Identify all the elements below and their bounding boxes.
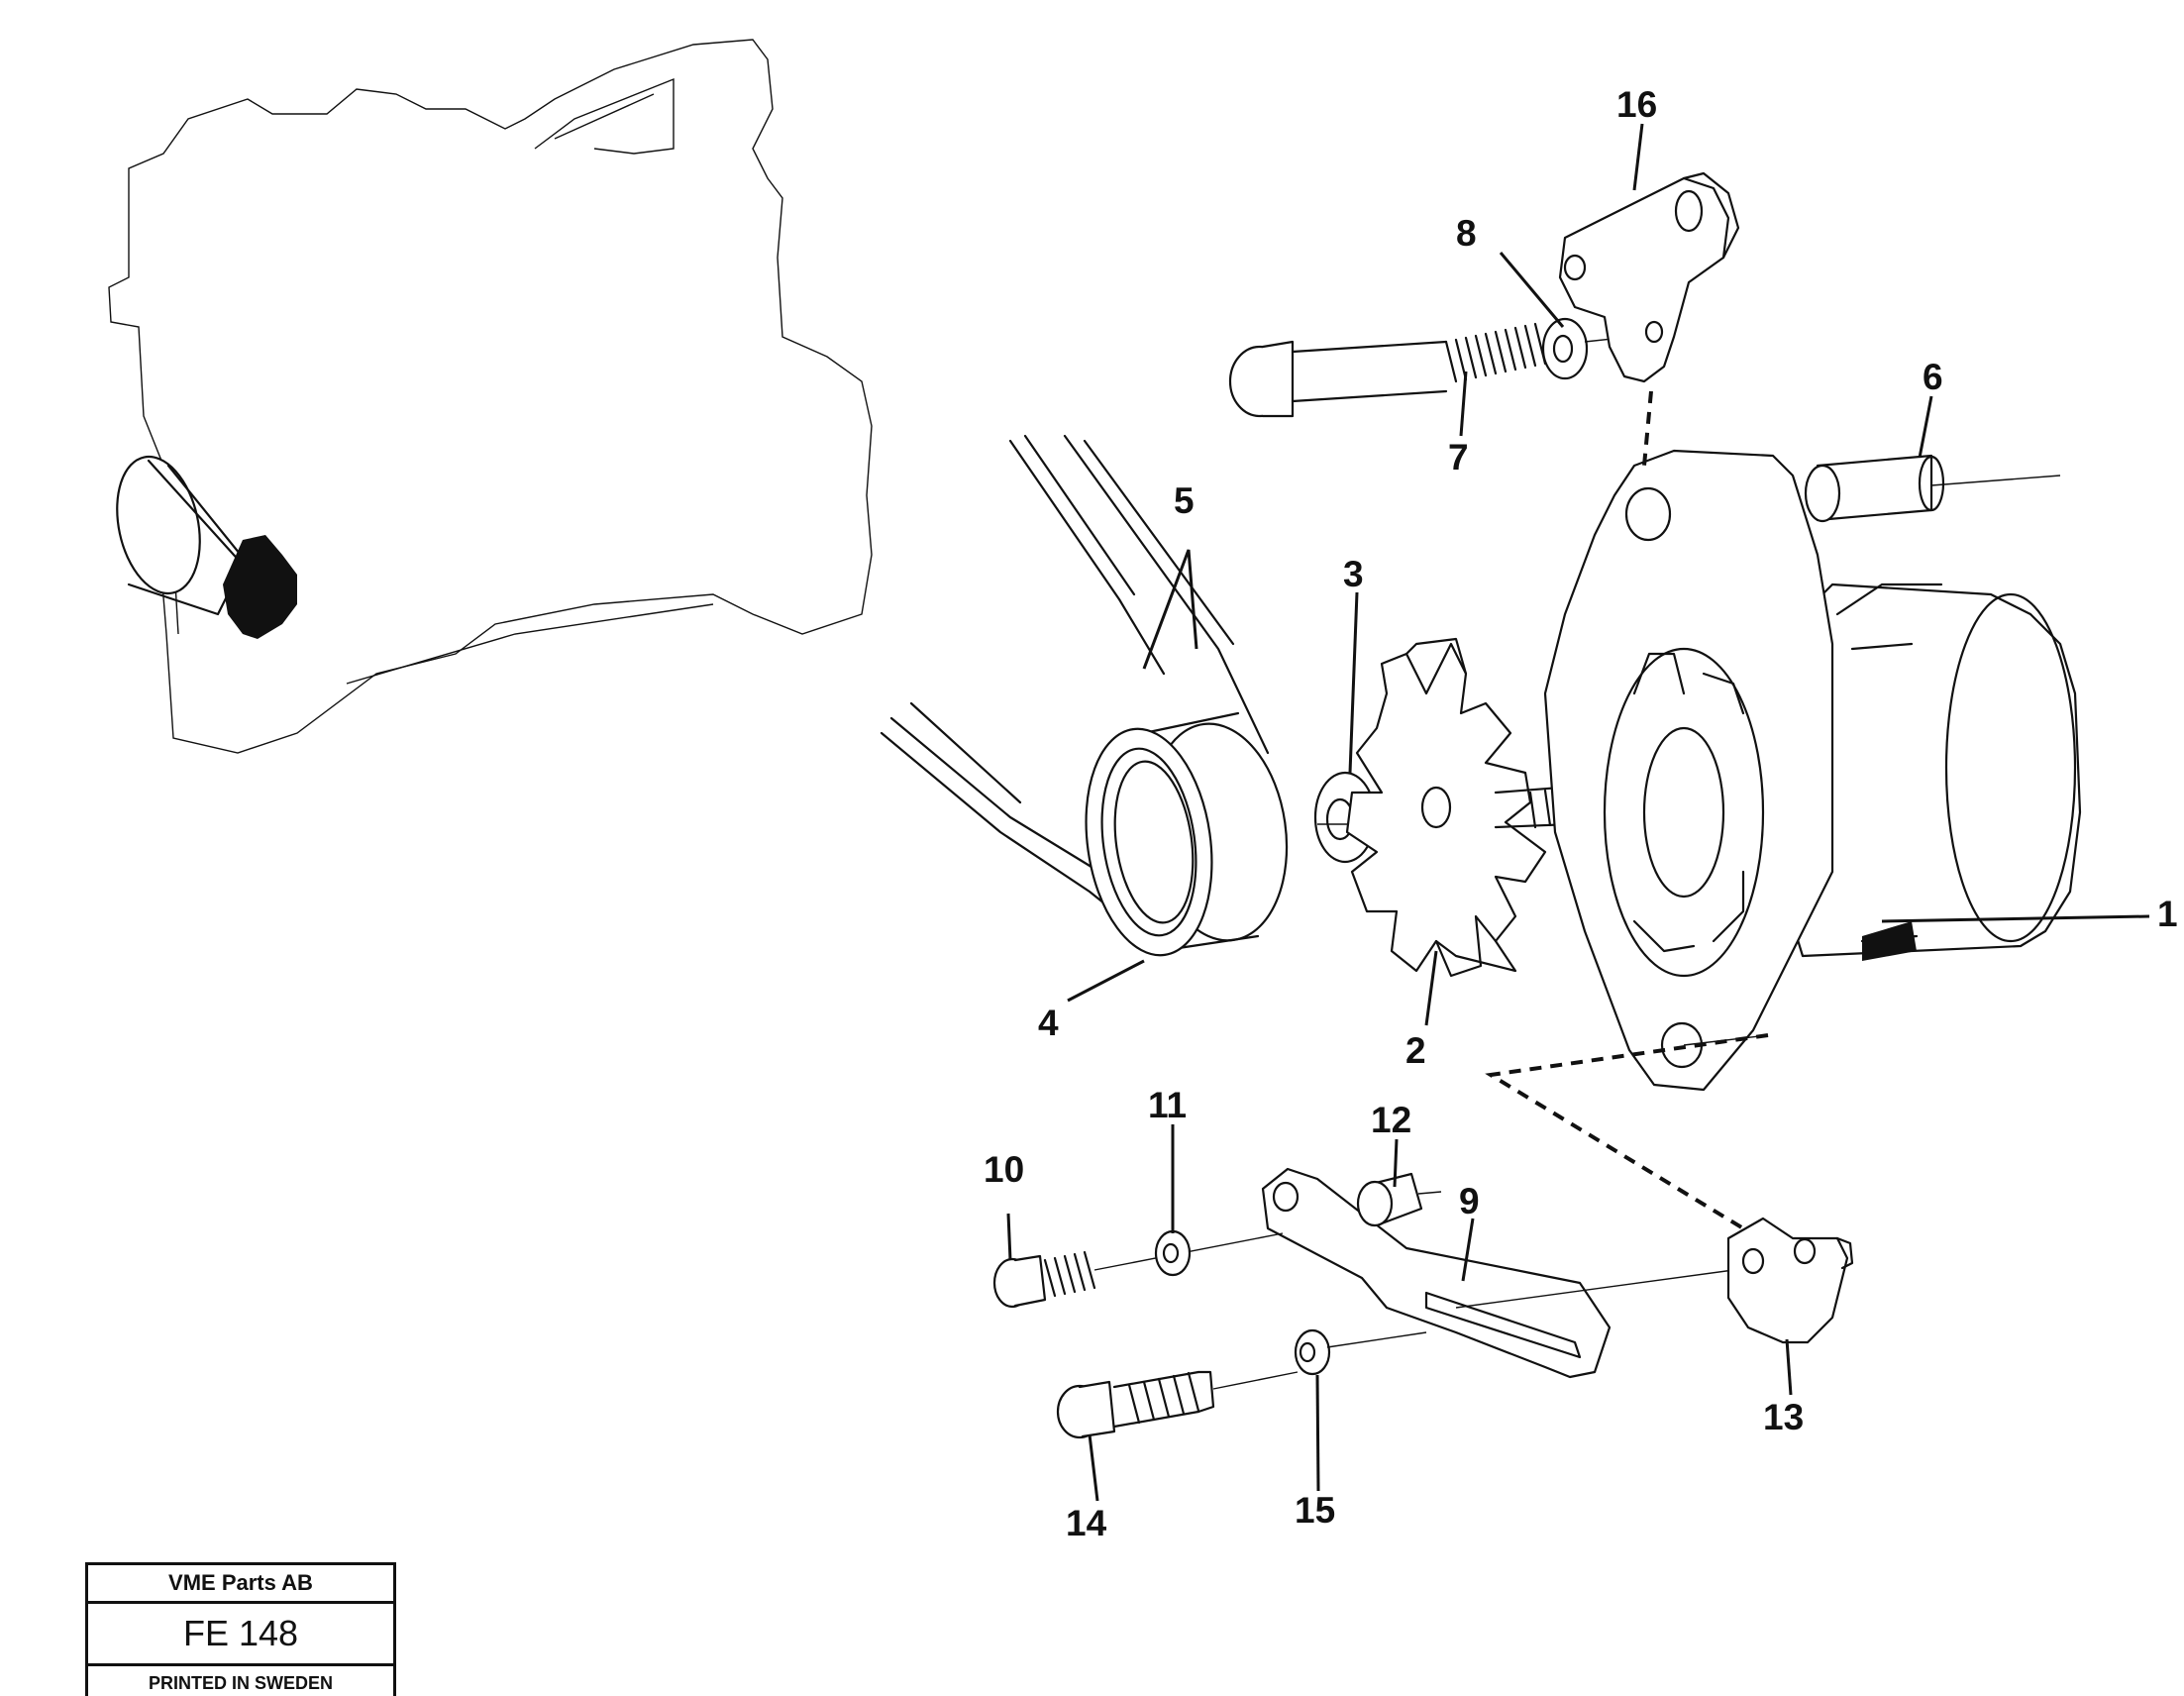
engine-outline [108,39,873,754]
callout-5: 5 [1174,480,1195,521]
washer-15 [1294,1328,1427,1376]
callout-7: 7 [1448,437,1469,477]
bracket-16 [1558,171,1740,383]
sleeve-6 [1804,454,2061,523]
callout-2: 2 [1405,1030,1426,1071]
drawing-code: FE 148 [88,1604,393,1666]
bolt-14 [1056,1370,1299,1439]
callout-8: 8 [1456,213,1477,254]
callout-10: 10 [984,1149,1024,1190]
alternator [1543,449,2082,1092]
callout-6: 6 [1923,357,1943,397]
callout-3: 3 [1343,554,1364,594]
callout-12: 12 [1371,1100,1411,1140]
washer-11 [1154,1229,1192,1277]
pulley [1085,711,1289,957]
alignment-line-upper [1642,390,1653,467]
callout-16: 16 [1616,84,1657,125]
bolt-7 [1228,322,1547,418]
callout-4: 4 [1038,1003,1059,1043]
callout-labels: 1 2 3 4 5 6 7 8 9 10 11 12 13 14 15 16 [984,84,2178,1543]
fan-wheel [1345,637,1547,978]
title-block: VME Parts AB FE 148 PRINTED IN SWEDEN [85,1562,396,1696]
callout-14: 14 [1066,1503,1107,1543]
drive-belt [880,434,1270,933]
clip-bracket-13 [1726,1217,1854,1344]
leader-lines [1006,123,2150,1502]
alignment-line-lower [1485,1033,1769,1230]
spacer-12 [1356,1172,1442,1227]
adjusting-arm [1261,1167,1749,1379]
callout-1: 1 [2157,894,2178,934]
company-name: VME Parts AB [88,1565,393,1604]
callout-13: 13 [1763,1397,1804,1437]
callout-15: 15 [1295,1490,1335,1531]
printed-note: PRINTED IN SWEDEN [148,1673,333,1693]
callout-11: 11 [1148,1085,1187,1125]
bolt-10 [992,1232,1284,1309]
callout-9: 9 [1459,1181,1480,1221]
engine-alternator-highlight [116,455,297,639]
